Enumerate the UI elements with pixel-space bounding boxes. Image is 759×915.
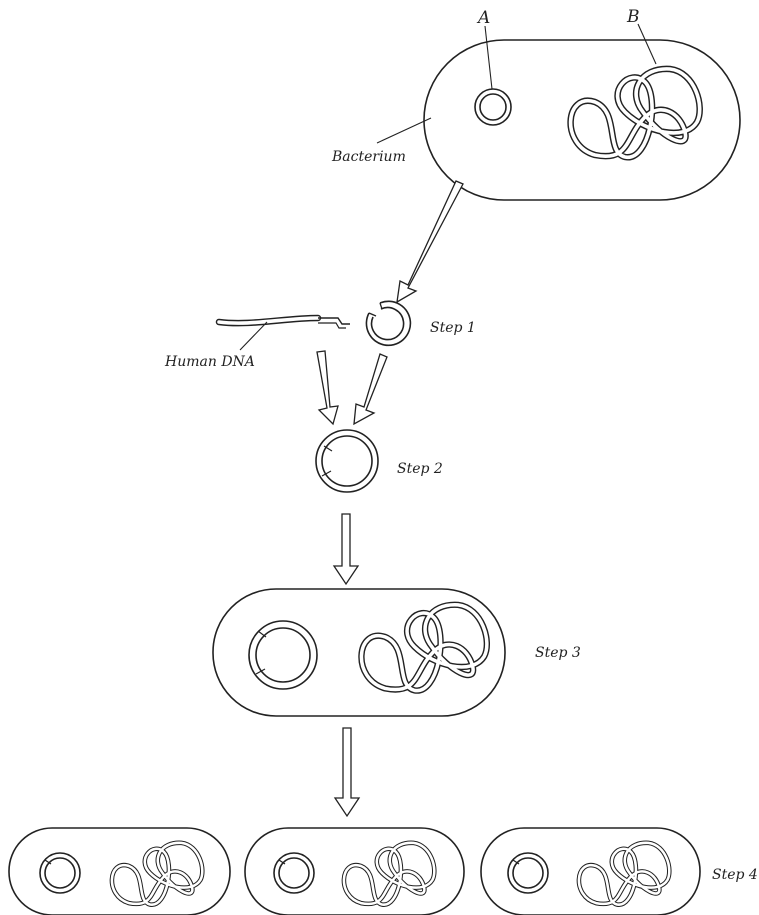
label-A: A [476,8,490,28]
bacterium-step4-1 [9,828,230,915]
plasmid-A [475,89,511,125]
bacterium-top-membrane [424,40,740,200]
label-step4: Step 4 [712,867,758,883]
label-bacterium: Bacterium [331,149,406,165]
leader-B [638,24,656,64]
arrow-to-step1 [397,181,463,302]
label-step3: Step 3 [535,645,581,661]
arrow-dna-to-step2 [317,351,338,424]
human-dna-fragment [219,318,350,328]
chromosome-step3 [361,605,486,691]
leader-A [485,26,492,89]
arrow-to-step4 [335,728,359,816]
bacterium-step4-2 [245,828,464,915]
arrow-to-step3 [334,514,358,584]
label-human-dna: Human DNA [164,354,255,370]
chromosome-B [571,69,700,157]
bacterium-top [424,40,740,200]
plasmid-cut [366,301,410,345]
label-step2: Step 2 [397,461,443,477]
label-step1: Step 1 [430,320,476,336]
arrow-plasmid-to-step2 [354,354,387,424]
recombinant-plasmid-in-host [249,621,317,689]
leader-bacterium [377,118,431,143]
recombinant-plasmid [316,430,378,492]
bacterium-step4-3 [481,828,700,915]
bacterium-step3 [213,589,505,716]
label-B: B [626,7,640,27]
